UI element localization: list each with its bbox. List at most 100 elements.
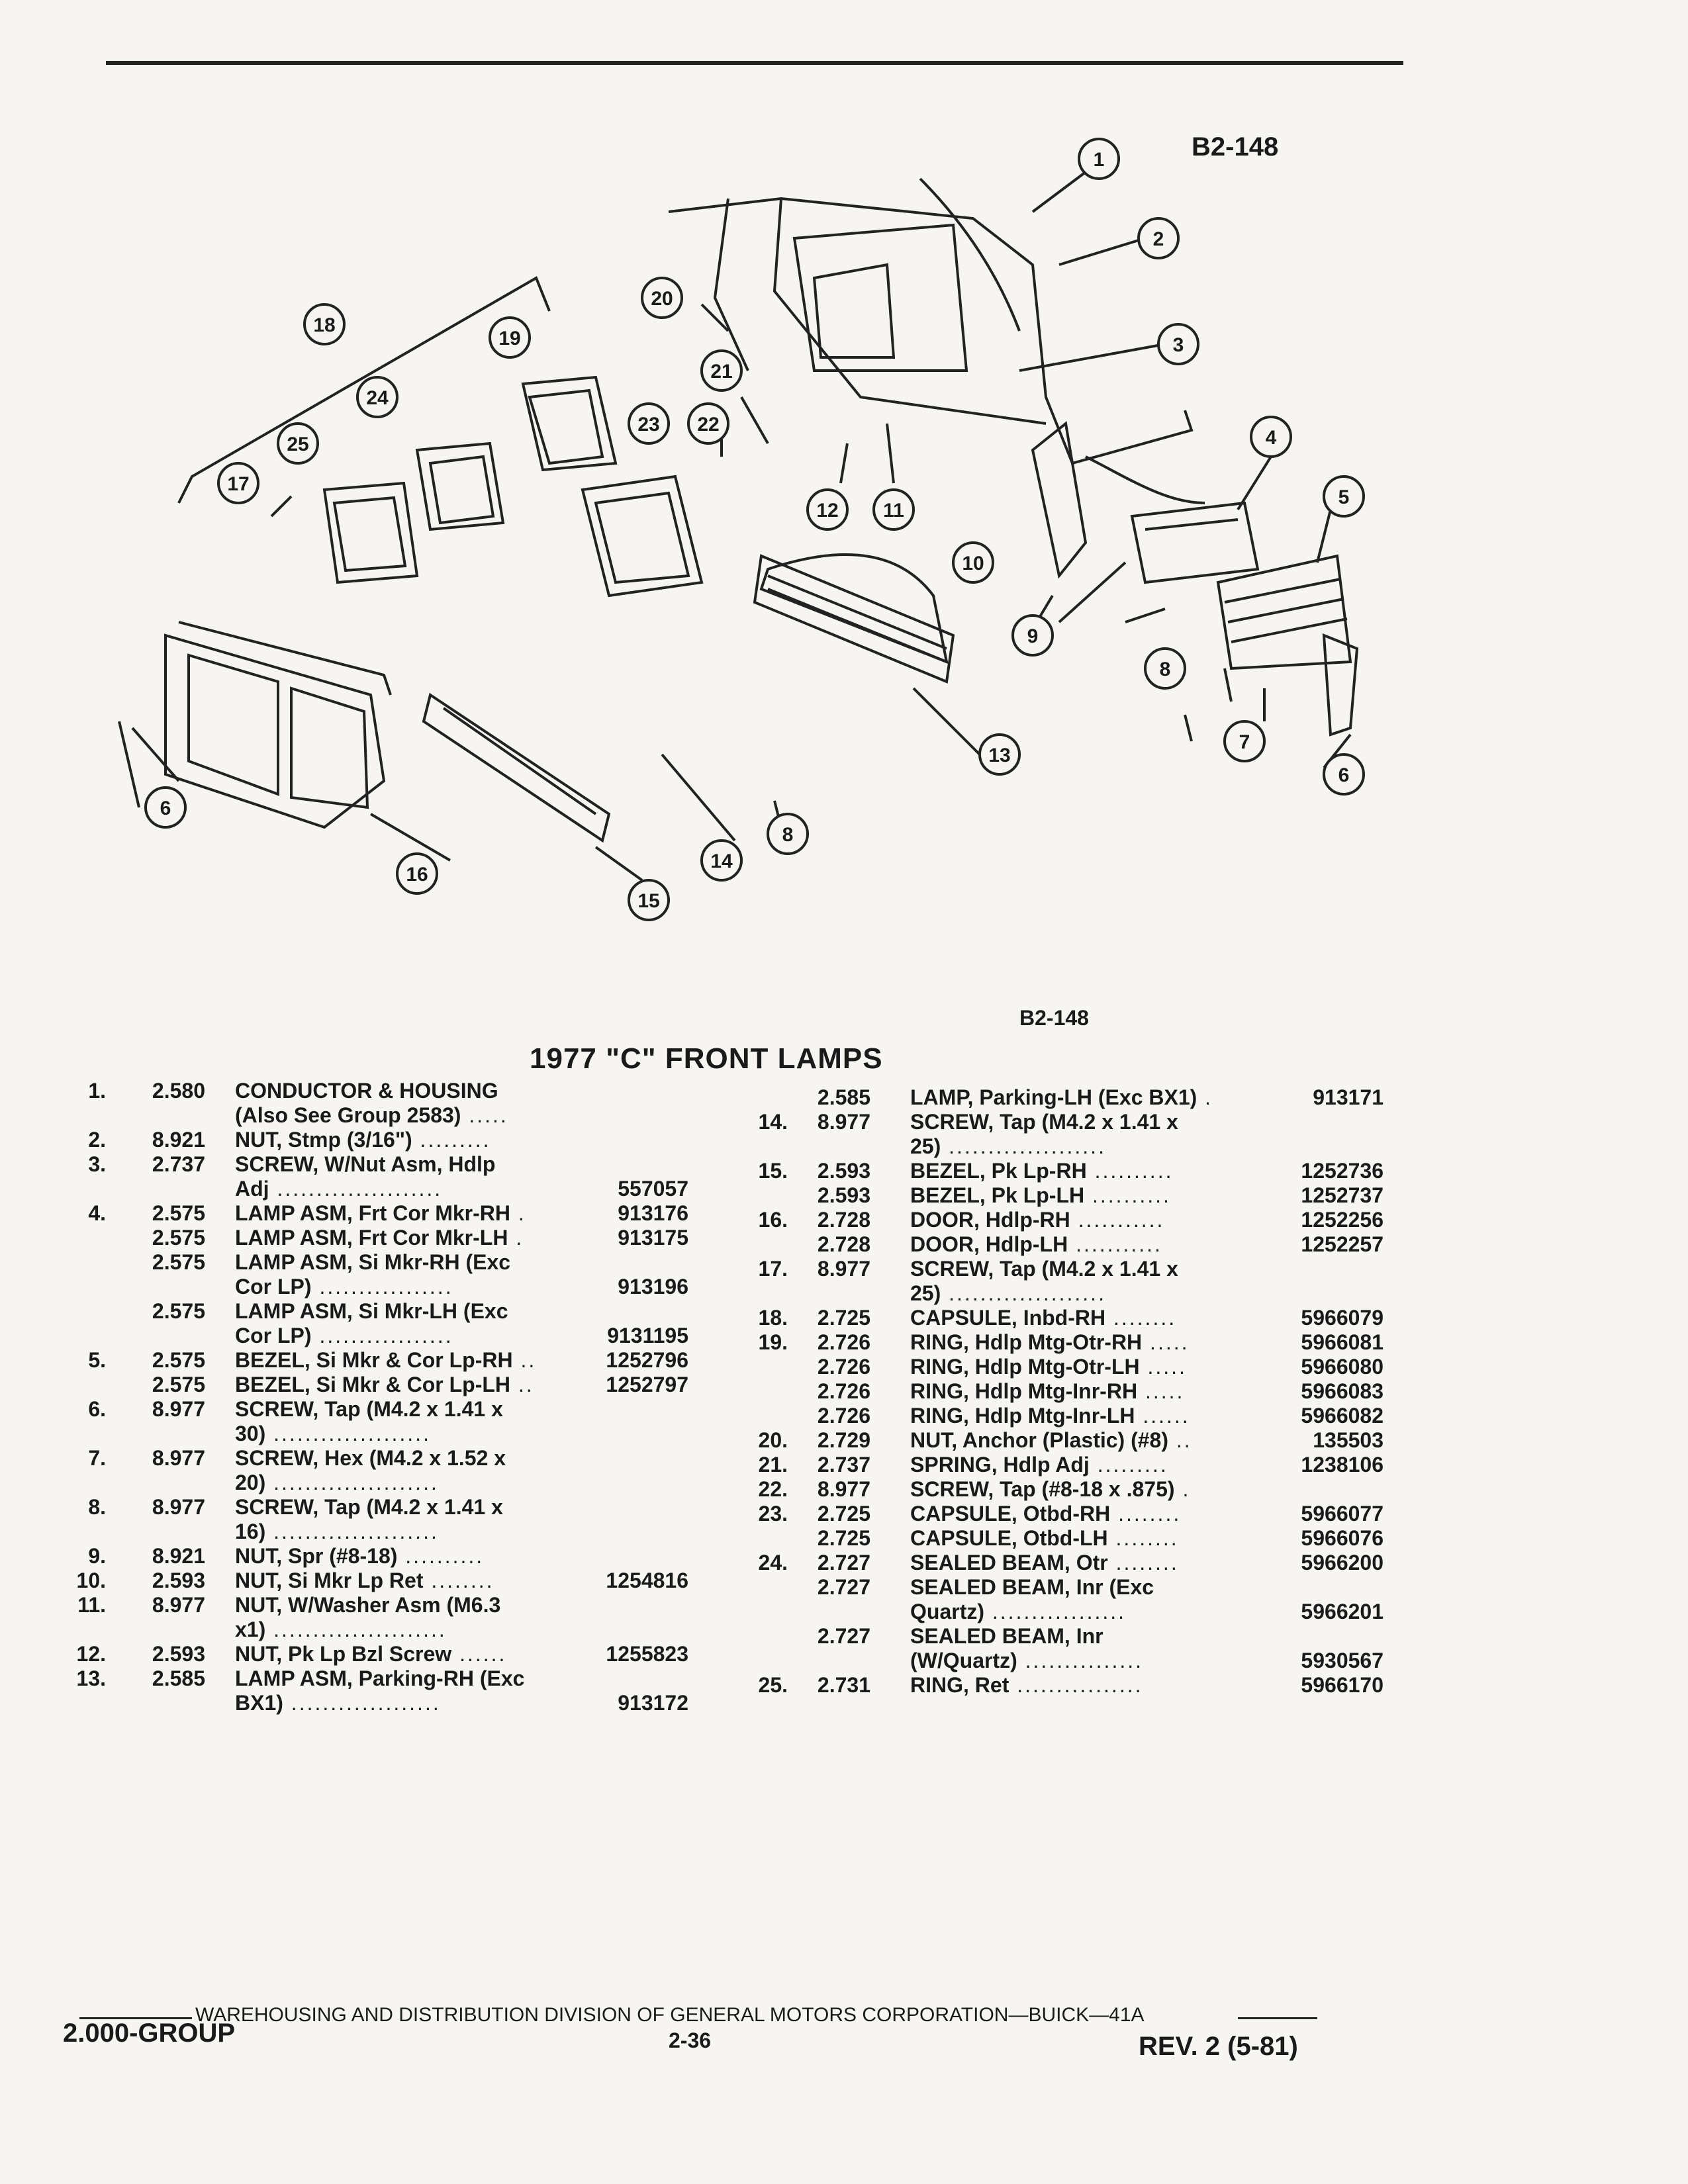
group-number: 2.593 bbox=[817, 1183, 870, 1207]
leader-dots: .................... bbox=[941, 1281, 1106, 1305]
parts-row: 25) .................... bbox=[728, 1281, 1383, 1306]
leader-dots: .................... bbox=[265, 1422, 431, 1445]
svg-text:10: 10 bbox=[962, 553, 984, 574]
leader-dots: ..................... bbox=[269, 1177, 443, 1201]
description-text: RING, Ret bbox=[910, 1673, 1009, 1697]
group-number: 2.737 bbox=[817, 1453, 870, 1477]
group-number: 2.575 bbox=[152, 1373, 205, 1396]
leader-dots: ...................... bbox=[265, 1617, 447, 1641]
item-number: 4. bbox=[88, 1201, 106, 1225]
item-description: CONDUCTOR & HOUSING bbox=[235, 1079, 498, 1103]
page-title: 1977 "C" FRONT LAMPS bbox=[530, 1042, 883, 1075]
item-description: BEZEL, Pk Lp-RH .......... bbox=[910, 1159, 1173, 1183]
description-text: NUT, Spr (#8-18) bbox=[235, 1544, 398, 1568]
description-text: BX1) bbox=[235, 1691, 283, 1715]
item-number: 17. bbox=[758, 1257, 788, 1281]
part-number: 5966170 bbox=[1301, 1673, 1383, 1697]
description-text: BEZEL, Si Mkr & Cor Lp-RH bbox=[235, 1348, 513, 1372]
group-number: 2.727 bbox=[817, 1575, 870, 1599]
part-number: 557057 bbox=[618, 1177, 688, 1201]
item-number: 15. bbox=[758, 1159, 788, 1183]
group-number: 8.977 bbox=[817, 1257, 870, 1281]
leader-dots: ........ bbox=[1107, 1551, 1179, 1574]
parts-row: BX1) ...................913172 bbox=[40, 1691, 688, 1715]
part-number: 913196 bbox=[618, 1275, 688, 1298]
description-text: NUT, Pk Lp Bzl Screw bbox=[235, 1642, 452, 1666]
parts-row: Adj .....................557057 bbox=[40, 1177, 688, 1201]
svg-text:15: 15 bbox=[637, 890, 659, 912]
description-text: LAMP ASM, Frt Cor Mkr-LH bbox=[235, 1226, 508, 1250]
description-text: CAPSULE, Inbd-RH bbox=[910, 1306, 1106, 1330]
part-number: 913175 bbox=[618, 1226, 688, 1250]
description-text: LAMP ASM, Frt Cor Mkr-RH bbox=[235, 1201, 510, 1225]
svg-text:23: 23 bbox=[637, 414, 659, 435]
parts-row: Quartz) .................5966201 bbox=[728, 1600, 1383, 1624]
item-description: RING, Hdlp Mtg-Otr-LH ..... bbox=[910, 1355, 1187, 1379]
group-number: 2.726 bbox=[817, 1379, 870, 1403]
figure-code-caption: B2-148 bbox=[1019, 1006, 1089, 1030]
leader-dots: .. bbox=[512, 1348, 537, 1372]
item-description: SCREW, Tap (M4.2 x 1.41 x bbox=[235, 1397, 503, 1422]
svg-text:6: 6 bbox=[160, 797, 171, 819]
group-number: 2.725 bbox=[817, 1502, 870, 1525]
parts-row: x1) ...................... bbox=[40, 1617, 688, 1642]
description-text: RING, Hdlp Mtg-Otr-LH bbox=[910, 1355, 1140, 1379]
parts-row: 20) ..................... bbox=[40, 1471, 688, 1495]
description-text: NUT, Stmp (3/16") bbox=[235, 1128, 412, 1152]
description-text: DOOR, Hdlp-LH bbox=[910, 1232, 1068, 1256]
item-description: DOOR, Hdlp-RH ........... bbox=[910, 1208, 1164, 1232]
footer-rule-right bbox=[1238, 2017, 1317, 2019]
parts-row: 25) .................... bbox=[728, 1134, 1383, 1159]
description-text: SCREW, Tap (M4.2 x 1.41 x bbox=[235, 1397, 503, 1421]
svg-text:4: 4 bbox=[1266, 427, 1277, 449]
svg-text:22: 22 bbox=[697, 414, 719, 435]
leader-dots: ........ bbox=[1107, 1526, 1179, 1550]
parts-row: 17. 8.977 SCREW, Tap (M4.2 x 1.41 x bbox=[728, 1257, 1383, 1281]
item-description: SCREW, W/Nut Asm, Hdlp bbox=[235, 1152, 495, 1177]
parts-row: Cor LP) ................. 913196 bbox=[40, 1275, 688, 1299]
item-number: 11. bbox=[77, 1593, 106, 1617]
leader-dots: ...... bbox=[451, 1642, 507, 1666]
footer-rule-left bbox=[79, 2017, 192, 2019]
diagram-linework bbox=[118, 171, 1359, 882]
description-text: RING, Hdlp Mtg-Inr-LH bbox=[910, 1404, 1135, 1428]
description-text: LAMP ASM, Parking-RH (Exc bbox=[235, 1666, 525, 1690]
item-description: 16) ..................... bbox=[235, 1520, 439, 1544]
item-description: Cor LP) ................. bbox=[235, 1275, 453, 1299]
item-number: 5. bbox=[88, 1348, 106, 1372]
group-number: 2.575 bbox=[152, 1348, 205, 1372]
item-description: BEZEL, Si Mkr & Cor Lp-LH .. bbox=[235, 1373, 534, 1397]
item-description: 25) .................... bbox=[910, 1134, 1106, 1159]
item-description: LAMP ASM, Frt Cor Mkr-LH . bbox=[235, 1226, 524, 1250]
description-text: CAPSULE, Otbd-LH bbox=[910, 1526, 1108, 1550]
svg-text:2: 2 bbox=[1153, 228, 1164, 250]
item-description: DOOR, Hdlp-LH ........... bbox=[910, 1232, 1162, 1257]
part-number: 1254816 bbox=[606, 1569, 688, 1592]
item-description: (Also See Group 2583) ..... bbox=[235, 1103, 508, 1128]
description-text: SCREW, Tap (M4.2 x 1.41 x bbox=[910, 1257, 1178, 1281]
leader-dots: . bbox=[510, 1201, 526, 1225]
leader-dots: ............... bbox=[1017, 1649, 1143, 1672]
group-number: 8.977 bbox=[817, 1110, 870, 1134]
part-number: 5966077 bbox=[1301, 1502, 1383, 1525]
